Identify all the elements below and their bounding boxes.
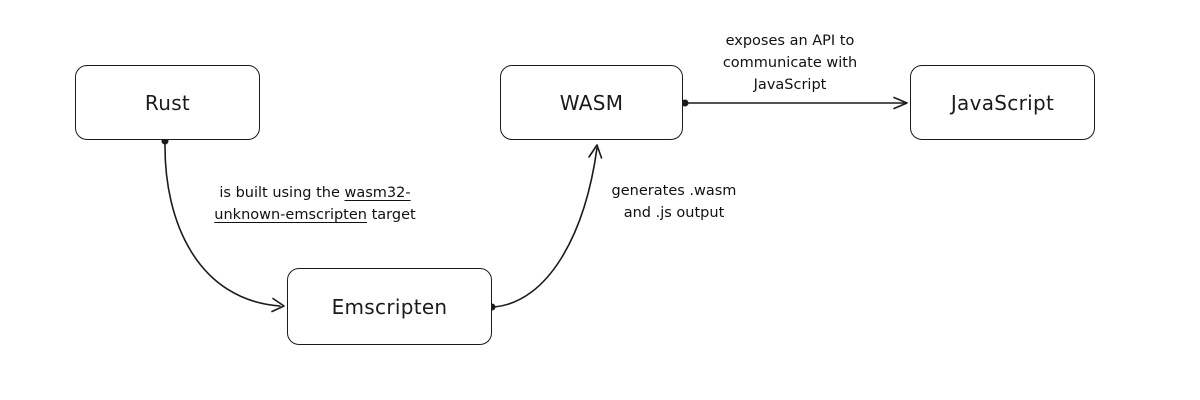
node-wasm-label: WASM xyxy=(559,90,624,115)
edge-label-underlined-target-triple: wasm32-unknown-emscripten xyxy=(214,185,411,224)
edge-label-text: exposes an API to communicate with JavaS… xyxy=(722,33,858,94)
edge-label-text: target xyxy=(366,207,416,224)
node-emscripten: Emscripten xyxy=(287,268,492,345)
node-rust-label: Rust xyxy=(144,90,191,115)
node-javascript: JavaScript xyxy=(910,65,1095,140)
edge-label-wasm-to-javascript: exposes an API to communicate with JavaS… xyxy=(712,30,868,96)
arrowhead-into-javascript xyxy=(893,96,908,110)
node-wasm: WASM xyxy=(500,65,683,140)
node-rust: Rust xyxy=(75,65,260,140)
edge-emscripten-to-wasm-path xyxy=(493,147,598,308)
edge-label-emscripten-to-wasm: generates .wasm and .js output xyxy=(608,180,740,224)
edge-wasm-to-javascript xyxy=(681,96,908,110)
edge-label-text: is built using the xyxy=(219,185,345,201)
arrowhead-into-emscripten xyxy=(271,297,285,313)
edge-emscripten-to-wasm xyxy=(488,144,603,311)
node-javascript-label: JavaScript xyxy=(950,90,1055,115)
edge-label-text: generates .wasm and .js output xyxy=(611,183,737,222)
edge-label-rust-to-emscripten: is built using the wasm32-unknown-emscri… xyxy=(205,182,425,226)
arrowhead-into-wasm xyxy=(588,144,603,159)
node-emscripten-label: Emscripten xyxy=(331,294,448,319)
